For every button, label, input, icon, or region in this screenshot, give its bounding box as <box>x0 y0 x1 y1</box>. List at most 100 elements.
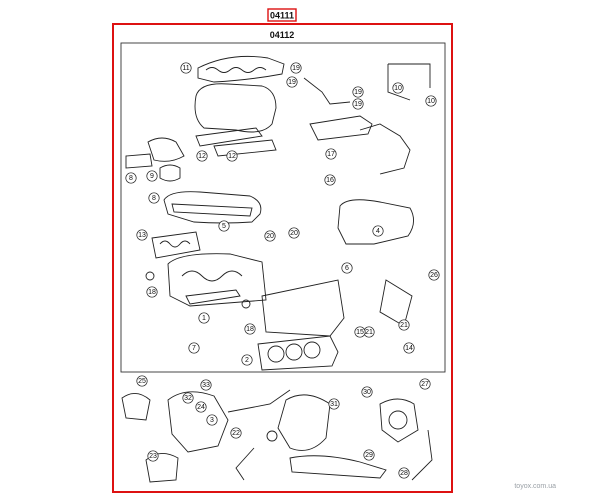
subassembly-code: 04112 <box>270 30 295 40</box>
callout-bubble <box>352 98 364 110</box>
callout-number: 16 <box>326 177 334 184</box>
small-gasket-a <box>125 153 153 169</box>
valve-cover-gasket-right <box>337 199 414 245</box>
small-gasket-b <box>147 137 185 162</box>
callout-bubble <box>288 227 300 239</box>
callout-number: 12 <box>228 153 236 160</box>
part-callout-28[interactable]: 28 <box>398 467 410 479</box>
callout-bubble <box>200 379 212 391</box>
callout-number: 20 <box>266 233 274 240</box>
lower-plate-gasket <box>261 279 345 337</box>
part-callout-7[interactable]: 7 <box>188 342 200 354</box>
part-callout-15[interactable]: 15 <box>354 326 366 338</box>
callout-bubble <box>352 86 364 98</box>
callout-bubble <box>392 82 404 94</box>
part-callout-25[interactable]: 25 <box>136 375 148 387</box>
part-callout-8[interactable]: 8 <box>125 172 137 184</box>
callout-bubble <box>147 450 159 462</box>
callout-number: 31 <box>330 401 338 408</box>
callout-number: 26 <box>430 272 438 279</box>
part-callout-29[interactable]: 29 <box>363 449 375 461</box>
assembly-code[interactable]: 04111 <box>270 11 294 21</box>
part-callout-20[interactable]: 20 <box>288 227 300 239</box>
callout-number: 5 <box>222 223 226 230</box>
assembly-code-highlight[interactable] <box>267 8 297 22</box>
part-callout-26[interactable]: 26 <box>428 269 440 281</box>
intake-gasket-top-ports <box>205 67 267 73</box>
part-callout-9[interactable]: 9 <box>146 170 158 182</box>
callout-bubble <box>226 150 238 162</box>
part-callout-18[interactable]: 18 <box>146 286 158 298</box>
part-callout-4[interactable]: 4 <box>372 225 384 237</box>
dipstick-tube <box>235 447 255 481</box>
callout-number: 19 <box>288 79 296 86</box>
callout-bubble <box>195 401 207 413</box>
part-callout-20[interactable]: 20 <box>264 230 276 242</box>
callout-number: 17 <box>327 151 335 158</box>
part-callout-10[interactable]: 10 <box>392 82 404 94</box>
exhaust-gasket <box>151 231 201 259</box>
callout-number: 27 <box>421 381 429 388</box>
part-callout-30[interactable]: 30 <box>361 386 373 398</box>
callout-number: 15 <box>356 329 364 336</box>
part-callout-10[interactable]: 10 <box>425 95 437 107</box>
part-callout-8[interactable]: 8 <box>148 192 160 204</box>
callout-bubble <box>398 467 410 479</box>
callout-bubble <box>206 414 218 426</box>
part-callout-12[interactable]: 12 <box>226 150 238 162</box>
part-callout-22[interactable]: 22 <box>230 427 242 439</box>
callout-bubble <box>264 230 276 242</box>
callout-bubble <box>328 398 340 410</box>
callout-bubble <box>363 449 375 461</box>
part-callout-1[interactable]: 1 <box>198 312 210 324</box>
callout-bubble <box>354 326 366 338</box>
valve-cover-gasket-left <box>163 191 262 224</box>
part-callout-13[interactable]: 13 <box>136 229 148 241</box>
head-gasket-left-bores <box>181 270 243 282</box>
part-callout-21[interactable]: 21 <box>398 319 410 331</box>
callout-number: 2 <box>245 357 249 364</box>
part-callout-19[interactable]: 19 <box>352 86 364 98</box>
part-callout-33[interactable]: 33 <box>200 379 212 391</box>
part-callout-12[interactable]: 12 <box>196 150 208 162</box>
part-callout-27[interactable]: 27 <box>419 378 431 390</box>
part-callout-24[interactable]: 24 <box>195 401 207 413</box>
part-callout-19[interactable]: 19 <box>286 76 298 88</box>
pipe-bottom-right <box>411 429 433 481</box>
callout-bubble <box>230 427 242 439</box>
part-callout-11[interactable]: 11 <box>180 62 192 74</box>
pipe-top-right <box>387 63 431 101</box>
part-callout-32[interactable]: 32 <box>182 392 194 404</box>
callout-number: 12 <box>198 153 206 160</box>
callout-number: 4 <box>376 228 380 235</box>
part-callout-5[interactable]: 5 <box>218 220 230 232</box>
part-callout-19[interactable]: 19 <box>352 98 364 110</box>
part-callout-6[interactable]: 6 <box>341 262 353 274</box>
part-callout-2[interactable]: 2 <box>241 354 253 366</box>
callout-number: 6 <box>345 265 349 272</box>
callout-bubble <box>324 174 336 186</box>
water-pump <box>121 393 151 421</box>
callout-bubble <box>198 312 210 324</box>
part-callout-14[interactable]: 14 <box>403 342 415 354</box>
pipe-bottom-left <box>227 389 291 413</box>
part-callout-16[interactable]: 16 <box>324 174 336 186</box>
part-callout-23[interactable]: 23 <box>147 450 159 462</box>
part-callout-3[interactable]: 3 <box>206 414 218 426</box>
oil-pump-housing <box>167 391 229 453</box>
callout-number: 8 <box>152 195 156 202</box>
outer-frame <box>112 23 453 493</box>
part-callout-17[interactable]: 17 <box>325 148 337 160</box>
callout-number: 8 <box>129 175 133 182</box>
callout-bubble <box>188 342 200 354</box>
callout-bubble <box>182 392 194 404</box>
subassembly-frame <box>120 42 446 373</box>
part-callout-31[interactable]: 31 <box>328 398 340 410</box>
callout-number: 24 <box>197 404 205 411</box>
manifold-gasket-lower <box>213 139 277 157</box>
part-callout-19[interactable]: 19 <box>290 62 302 74</box>
rear-seal <box>388 410 408 430</box>
seal-22 <box>266 430 278 442</box>
part-callout-18[interactable]: 18 <box>244 323 256 335</box>
